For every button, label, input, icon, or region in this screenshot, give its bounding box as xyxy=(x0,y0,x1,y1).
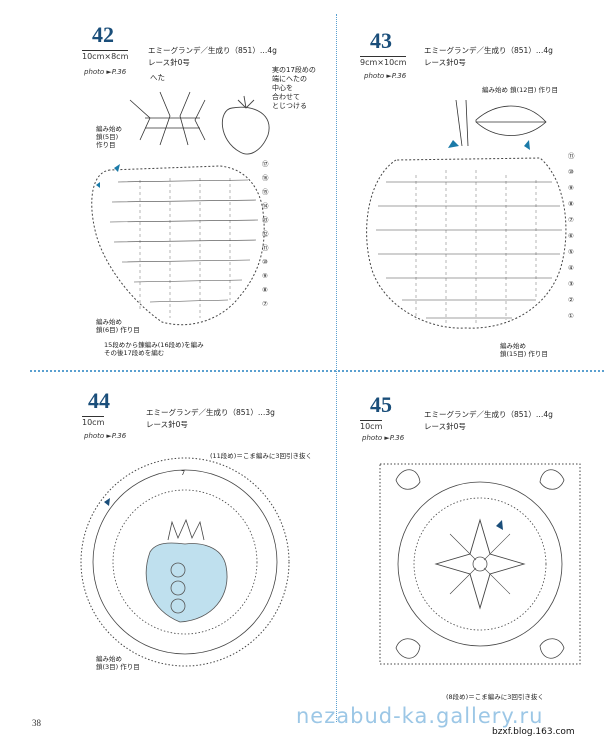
ring-marker xyxy=(170,580,186,596)
source-credit: bzxf.blog.163.com xyxy=(492,727,575,737)
body-start-note: 編み始め 鎖(6目) 作り目 xyxy=(96,318,140,334)
row-label: ⑧ xyxy=(568,200,574,208)
photo-ref: photo ►P.36 xyxy=(364,72,407,80)
star-spokes xyxy=(449,533,511,595)
calyx-note: 実の17段めの 端にへたの 中心を 合わせて とじつける xyxy=(272,66,316,110)
diagram-44 xyxy=(80,457,290,667)
square-border xyxy=(379,463,581,665)
row-label: ④ xyxy=(568,264,574,272)
inner-ring xyxy=(112,489,258,635)
diagram-45 xyxy=(379,463,581,665)
yarn-info: エミーグランデ／生成り（851）…3g xyxy=(146,408,275,417)
outer-ring xyxy=(80,457,290,667)
watermark: nezabud-ka.gallery.ru xyxy=(296,704,544,728)
photo-ref: photo ►P.36 xyxy=(84,68,127,76)
calyx-label: へた xyxy=(150,73,165,82)
diagram-43 xyxy=(366,99,567,329)
hook-info: レース針0号 xyxy=(148,58,190,67)
ring-marker xyxy=(170,598,186,614)
row-label: ⑰ xyxy=(262,160,269,168)
page-number: 38 xyxy=(32,718,41,728)
row-label: ⑤ xyxy=(568,248,574,256)
row-label: ⑩ xyxy=(262,258,268,266)
end-marker xyxy=(524,140,530,150)
row-label: ⑮ xyxy=(262,188,269,196)
row-label: ⑨ xyxy=(262,272,268,280)
star-motif xyxy=(434,518,526,610)
row-label: ② xyxy=(568,296,574,304)
photo-ref: photo ►P.36 xyxy=(84,432,127,440)
body-outline xyxy=(366,157,567,329)
strawberry-fill xyxy=(145,542,228,623)
end-marker xyxy=(96,182,100,188)
vertical-divider xyxy=(336,14,337,722)
row-label: ⑦ xyxy=(568,216,574,224)
leaf-start-note: 編み始め 鎖(12目) 作り目 xyxy=(482,86,558,94)
corner-leaf xyxy=(539,469,565,490)
stitch-note: (8段め)＝こま編みに3回引き抜く xyxy=(446,693,544,701)
pattern-number: 43 xyxy=(370,28,392,53)
row-label: ⑨ xyxy=(568,184,574,192)
pattern-size: 10cm xyxy=(360,420,383,431)
diagram-42 xyxy=(91,91,270,326)
pattern-number: 44 xyxy=(88,388,110,413)
row-label: ⑫ xyxy=(262,230,269,238)
corner-leaf xyxy=(539,638,565,659)
calyx-start-note: 編み始め 鎖(5目) 作り目 xyxy=(96,125,122,149)
row-label: ⑪ xyxy=(262,244,269,252)
inner-ring xyxy=(413,497,547,631)
center-ring xyxy=(472,556,488,572)
stitch-note: (11段め)＝こま編みに3回引き抜く xyxy=(210,452,312,460)
row-label: ⑦ xyxy=(262,300,268,308)
pattern-size: 10cm xyxy=(82,416,105,427)
calyx-center xyxy=(167,518,205,541)
hook-info: レース針0号 xyxy=(424,58,466,67)
ring-label: 7 xyxy=(181,469,186,477)
hook-info: レース針0号 xyxy=(146,420,188,429)
start-marker xyxy=(114,164,120,172)
row-label: ⑭ xyxy=(262,202,269,210)
start-note: 編み始め 鎖(3目) 作り目 xyxy=(96,655,140,671)
middle-ring xyxy=(92,469,278,655)
hook-info: レース針0号 xyxy=(424,422,466,431)
row-label: ③ xyxy=(568,280,574,288)
horizontal-divider xyxy=(30,370,604,372)
row-label: ⑪ xyxy=(568,152,575,160)
yarn-info: エミーグランデ／生成り（851）…4g xyxy=(148,46,277,55)
calyx-diagram xyxy=(129,91,206,146)
strawberry-sketch xyxy=(221,95,270,155)
body-start-note: 編み始め 鎖(15目) 作り目 xyxy=(500,342,548,358)
row-label: ⑥ xyxy=(568,232,574,240)
yarn-info: エミーグランデ／生成り（851）…4g xyxy=(424,46,553,55)
pattern-size: 10cm×8cm xyxy=(82,50,129,61)
row-labels: ⑪ ⑩ ⑨ ⑧ ⑦ ⑥ ⑤ ④ ③ ② ① xyxy=(568,152,590,328)
start-marker xyxy=(496,520,503,530)
pattern-number: 42 xyxy=(92,22,114,47)
leaf-diagram xyxy=(455,99,547,147)
bottom-note: 15段めから錬編み(16段め)を編み その後17段めを編む xyxy=(104,341,204,357)
start-marker xyxy=(104,498,110,506)
pattern-number: 45 xyxy=(370,392,392,417)
yarn-info: エミーグランデ／生成り（851）…4g xyxy=(424,410,553,419)
ring-marker xyxy=(170,562,186,578)
row-label: ⑧ xyxy=(262,286,268,294)
row-label: ⑯ xyxy=(262,174,269,182)
corner-leaf xyxy=(395,469,421,490)
row-label: ⑩ xyxy=(568,168,574,176)
row-labels: ⑰ ⑯ ⑮ ⑭ ⑬ ⑫ ⑪ ⑩ ⑨ ⑧ ⑦ xyxy=(262,160,284,314)
outer-ring xyxy=(397,481,563,647)
body-outline xyxy=(91,165,265,326)
pattern-size: 9cm×10cm xyxy=(360,56,407,67)
photo-ref: photo ►P.36 xyxy=(362,434,405,442)
corner-leaf xyxy=(395,638,421,659)
row-label: ① xyxy=(568,312,574,320)
row-label: ⑬ xyxy=(262,216,269,224)
start-marker xyxy=(448,140,459,148)
